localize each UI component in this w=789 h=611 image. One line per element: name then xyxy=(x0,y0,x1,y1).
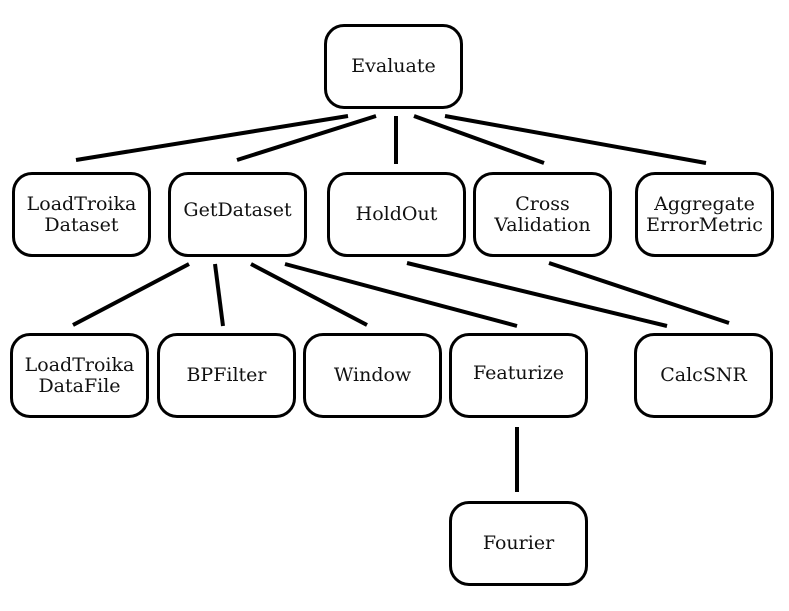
node-featurize-label: Featurize xyxy=(472,362,564,384)
edge-evaluate-load-troika-dataset xyxy=(75,114,349,162)
node-window-label: Window xyxy=(333,364,412,386)
node-featurize: Featurize xyxy=(449,333,588,418)
node-load-troika-data-file: LoadTroika DataFile xyxy=(10,333,149,418)
node-get-dataset-label: GetDataset xyxy=(183,199,292,221)
edge-evaluate-aggregate-error-metric xyxy=(444,114,707,165)
node-aggregate-error-metric-label: Aggregate ErrorMetric xyxy=(646,192,763,236)
node-fourier: Fourier xyxy=(449,501,588,586)
node-hold-out-label: HoldOut xyxy=(355,203,438,225)
edge-get-dataset-window xyxy=(250,262,368,327)
node-cross-validation: Cross Validation xyxy=(473,172,612,257)
node-window: Window xyxy=(303,333,442,418)
node-aggregate-error-metric: Aggregate ErrorMetric xyxy=(635,172,774,257)
node-load-troika-data-file-label: LoadTroika DataFile xyxy=(24,353,135,397)
edge-cross-validation-calc-snr xyxy=(548,261,730,325)
edge-hold-out-calc-snr xyxy=(406,261,668,328)
node-cross-validation-label: Cross Validation xyxy=(494,192,591,236)
node-load-troika-dataset: LoadTroika Dataset xyxy=(12,172,151,257)
node-get-dataset: GetDataset xyxy=(168,172,307,257)
edge-evaluate-get-dataset xyxy=(236,114,377,162)
edge-get-dataset-load-troika-data-file xyxy=(72,262,190,327)
edge-get-dataset-featurize xyxy=(284,262,518,328)
node-bp-filter-label: BPFilter xyxy=(186,364,267,386)
node-evaluate: Evaluate xyxy=(324,24,463,109)
node-hold-out: HoldOut xyxy=(327,172,466,257)
node-fourier-label: Fourier xyxy=(482,532,555,554)
node-calc-snr: CalcSNR xyxy=(634,333,773,418)
node-calc-snr-label: CalcSNR xyxy=(660,364,747,386)
edge-evaluate-cross-validation xyxy=(413,114,545,165)
node-evaluate-label: Evaluate xyxy=(351,55,436,77)
node-load-troika-dataset-label: LoadTroika Dataset xyxy=(26,192,137,236)
edge-get-dataset-bp-filter xyxy=(213,263,225,327)
node-bp-filter: BPFilter xyxy=(157,333,296,418)
